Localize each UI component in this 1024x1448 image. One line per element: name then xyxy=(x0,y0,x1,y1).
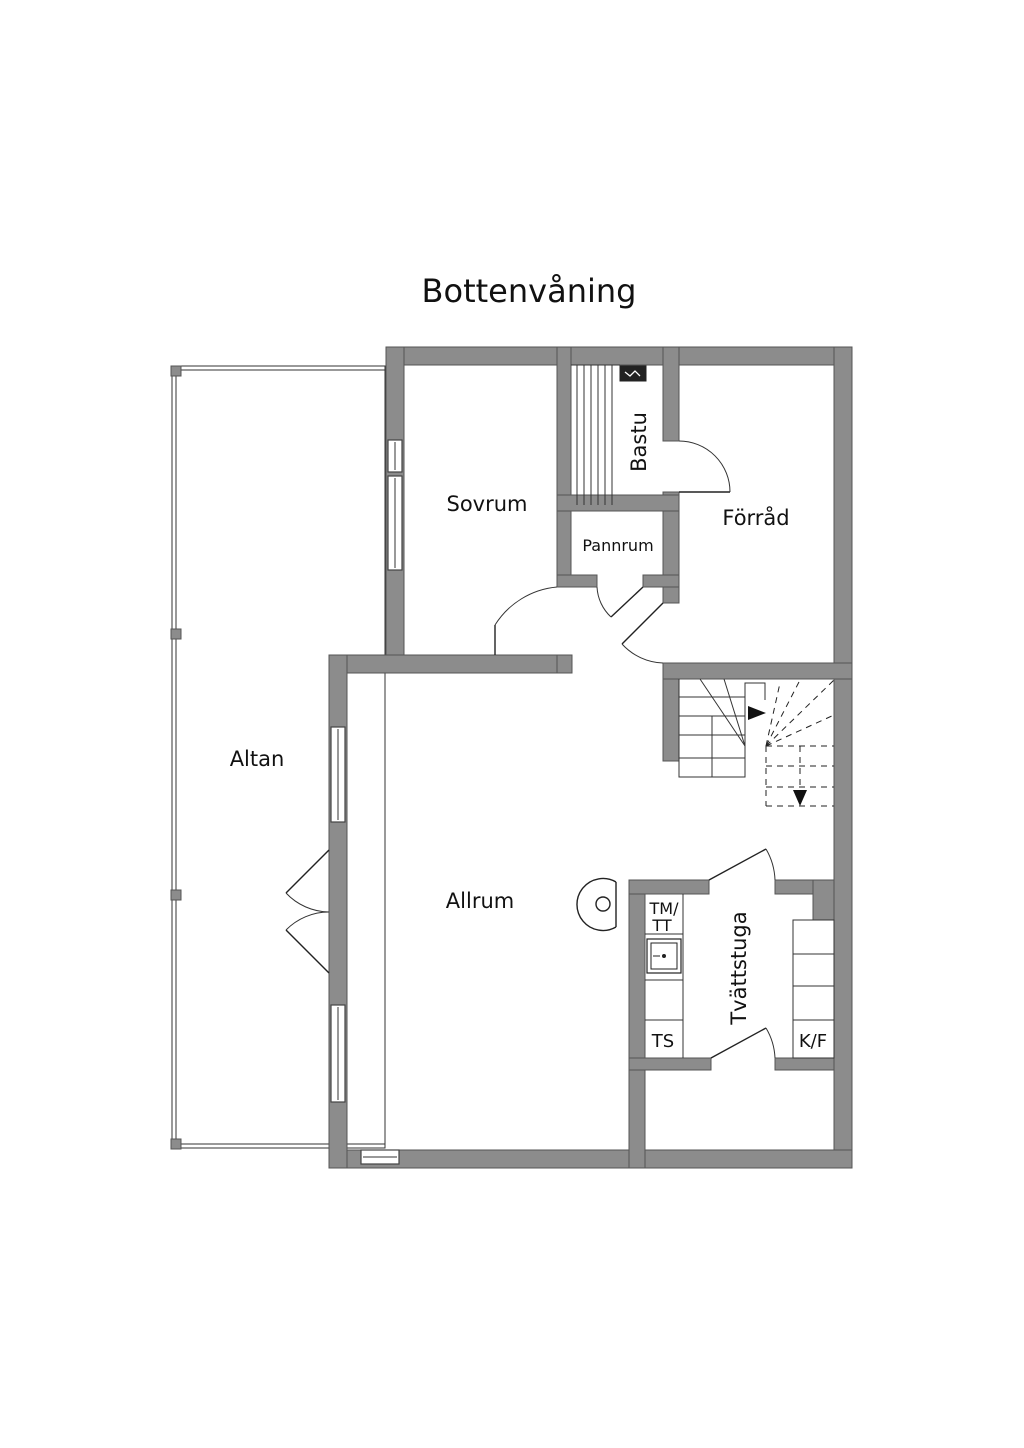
deck-post xyxy=(170,628,182,640)
room-label-tvattstuga: Tvättstuga xyxy=(727,911,751,1025)
room-label-pannrum: Pannrum xyxy=(582,536,653,555)
sink-icon xyxy=(646,938,682,974)
deck-post xyxy=(170,1138,182,1150)
window-allrum-3 xyxy=(360,1149,400,1165)
stair-arrow-right-icon xyxy=(748,706,766,720)
staircase xyxy=(678,678,835,807)
appliance-labels: TM/ TT TS K/F xyxy=(649,899,828,1052)
room-label-allrum: Allrum xyxy=(446,889,514,913)
door-altan xyxy=(285,849,330,974)
room-label-sovrum: Sovrum xyxy=(446,492,527,516)
deck-post xyxy=(170,365,182,377)
sauna-benches xyxy=(571,364,647,505)
deck-outline xyxy=(170,365,386,1150)
room-labels: Sovrum Bastu Förråd Pannrum Altan Allrum… xyxy=(230,412,790,1026)
doors xyxy=(285,440,776,1059)
door-tvattstuga-top xyxy=(708,848,776,881)
door-pannrum xyxy=(596,586,644,618)
room-label-forrad: Förråd xyxy=(722,505,789,530)
door-sovrum xyxy=(494,586,558,655)
label-tm-tt-line1: TM/ xyxy=(649,899,680,918)
deck-post xyxy=(170,889,182,901)
windows xyxy=(330,439,403,1165)
window-sovrum-1 xyxy=(387,439,403,473)
label-ts: TS xyxy=(651,1031,674,1052)
label-kf: K/F xyxy=(799,1031,827,1052)
room-label-bastu: Bastu xyxy=(627,412,651,472)
interior-walls xyxy=(556,346,853,1169)
plan-title: Bottenvåning xyxy=(421,272,637,310)
label-tm-tt-line2: TT xyxy=(651,916,671,935)
stair-arrow-down-icon xyxy=(793,790,807,806)
door-bastu xyxy=(678,440,731,493)
sauna-heater-icon xyxy=(619,365,647,382)
door-forrad-lower xyxy=(621,602,664,664)
laundry-fixtures xyxy=(645,894,835,1059)
stove-icon xyxy=(576,877,617,932)
window-allrum-2 xyxy=(330,1004,346,1103)
cabinet-units xyxy=(792,919,835,1059)
door-tvattstuga-bottom xyxy=(710,1027,776,1059)
room-label-altan: Altan xyxy=(230,747,285,771)
window-allrum-1 xyxy=(330,726,346,823)
window-sovrum-2 xyxy=(387,475,403,571)
